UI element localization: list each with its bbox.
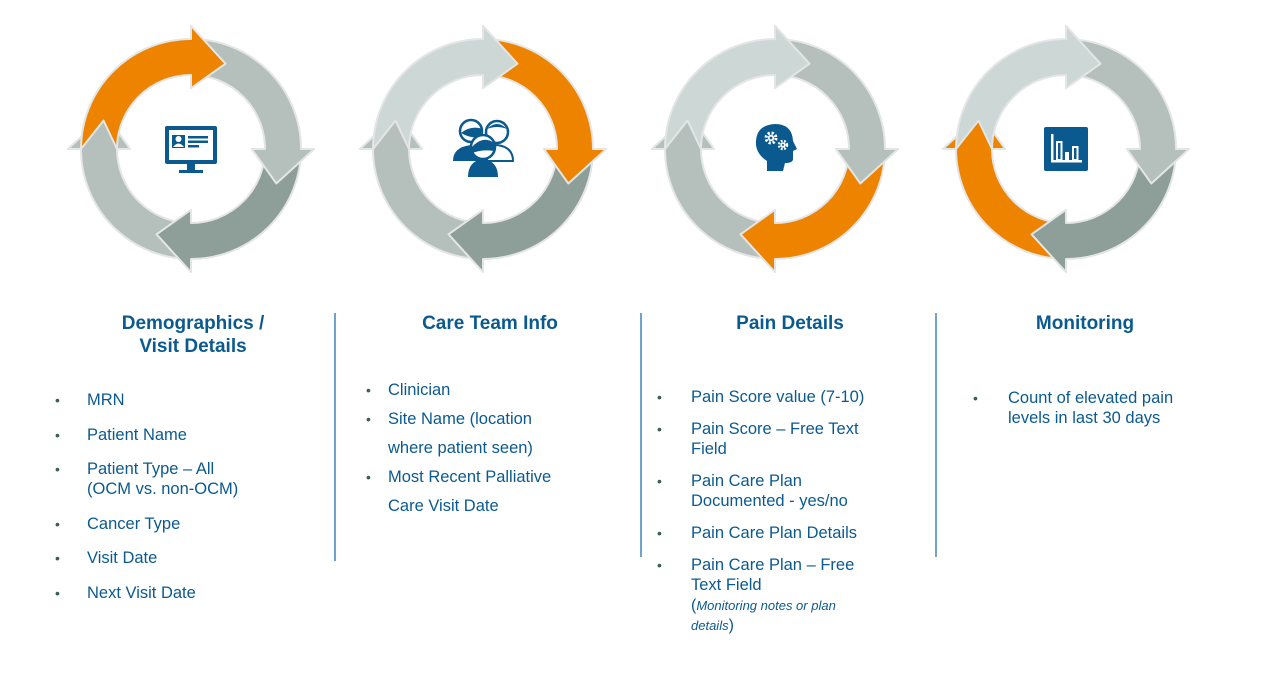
list-item: • MRN — [48, 390, 338, 410]
list-item-text: MRN — [87, 391, 125, 409]
bullet-icon: • — [366, 382, 371, 398]
section-title: Demographics / Visit Details — [48, 312, 338, 358]
cycle-diagram-monitoring — [931, 22, 1201, 282]
cycle-diagram-care-team — [348, 22, 618, 282]
list-item-text-continued: levels in last 30 days — [1008, 409, 1161, 427]
bullet-icon: • — [366, 411, 371, 427]
bullet-icon: • — [55, 515, 60, 532]
list-item-text-continued: Documented - yes/no — [691, 492, 848, 510]
section-title: Care Team Info — [422, 313, 558, 334]
note-text: Monitoring notes or plan — [696, 598, 836, 613]
head-gears-icon — [755, 124, 797, 171]
list-item-text: Count of elevated pain — [1008, 389, 1174, 407]
computer-profile-icon — [165, 126, 217, 173]
field-list: • MRN • Patient Name • Patient Type – All (O… — [48, 390, 338, 603]
column-divider — [935, 313, 937, 557]
cycle-svg — [941, 24, 1191, 274]
list-item-text: Visit Date — [87, 549, 158, 567]
bullet-icon: • — [657, 473, 662, 489]
list-item: • Pain Care Plan Details — [645, 523, 935, 543]
bullet-icon: • — [55, 550, 60, 566]
section-title-line2: Visit Details — [139, 336, 247, 357]
list-item-text: Pain Score – Free Text — [691, 420, 859, 438]
cycle-svg — [358, 24, 608, 274]
bullet-icon: • — [973, 390, 978, 406]
list-item-text-continued: Field — [691, 440, 727, 458]
list-item-text-continued: Text Field — [691, 576, 762, 594]
section-demographics: Demographics / Visit Details • MRN • Patie… — [48, 312, 338, 617]
bullet-icon: • — [55, 461, 60, 477]
list-item-text: Site Name (location — [388, 410, 532, 428]
column-divider — [334, 313, 336, 561]
section-pain-details: Pain Details • Pain Score value (7-10) • P… — [645, 312, 935, 647]
bullet-icon: • — [55, 392, 60, 408]
column-divider — [640, 313, 642, 557]
list-item-text: Cancer Type — [87, 514, 181, 533]
list-item: • Site Name (location where patient seen) — [345, 405, 635, 463]
cycle-segment-top-right — [774, 38, 900, 185]
field-list: • Clinician • Site Name (location where pat… — [345, 376, 635, 521]
note-paren-close: ) — [728, 617, 734, 634]
bullet-icon: • — [657, 389, 662, 405]
cycle-segment-bottom-right — [155, 148, 302, 274]
bullet-icon: • — [366, 469, 371, 485]
cycle-segment-top-right-highlighted — [482, 38, 608, 185]
cycle-svg — [66, 24, 316, 274]
cycle-segment-top-right — [190, 38, 316, 185]
list-item-text-continued: (OCM vs. non-OCM) — [87, 480, 239, 498]
list-item-text: Pain Score value (7-10) — [691, 388, 865, 406]
list-item-text: Pain Care Plan – Free — [691, 556, 855, 574]
list-item-text: Patient Type – All — [87, 460, 215, 478]
field-list: • Count of elevated pain levels in last 30… — [940, 388, 1230, 428]
list-item: • Count of elevated pain levels in last 30… — [940, 388, 1230, 428]
bullet-icon: • — [55, 426, 60, 443]
list-item: • Visit Date — [48, 548, 338, 568]
list-item: • Next Visit Date — [48, 583, 338, 603]
cycle-segment-top-left — [955, 24, 1102, 150]
bullet-icon: • — [657, 421, 662, 437]
cycle-segment-top-left — [664, 24, 811, 150]
list-item-text: Pain Care Plan Details — [691, 524, 857, 542]
cycle-segment-bottom-right — [447, 148, 594, 274]
list-item-text: Clinician — [388, 381, 451, 399]
cycle-diagram-pain-details — [640, 22, 910, 282]
list-item-text: Pain Care Plan — [691, 472, 802, 490]
list-item-text: Patient Name — [87, 425, 187, 444]
section-title: Monitoring — [1035, 313, 1135, 334]
note-text-continued: details — [691, 618, 729, 633]
cycle-segment-top-left — [372, 24, 519, 150]
list-item-text: Most Recent Palliative — [388, 468, 552, 486]
section-care-team: Care Team Info • Clinician • Site Name (lo… — [345, 312, 635, 521]
field-list: • Pain Score value (7-10) • Pain Score – F… — [645, 387, 935, 635]
list-item-text-continued: where patient seen) — [388, 439, 533, 457]
list-item: • Cancer Type — [48, 514, 338, 534]
bar-chart-icon — [1044, 127, 1088, 171]
note-paren-open: ( — [691, 597, 697, 614]
cycle-segment-bottom-right-highlighted — [739, 148, 886, 274]
list-item: • Patient Type – All (OCM vs. non-OCM) — [48, 459, 338, 499]
list-item: • Pain Score value (7-10) — [645, 387, 935, 407]
bullet-icon: • — [657, 525, 662, 541]
cycle-segment-bottom-right — [1030, 148, 1177, 274]
section-title: Pain Details — [736, 313, 844, 334]
list-item-note: (Monitoring notes or plan details) — [691, 597, 836, 634]
section-monitoring: Monitoring • Count of elevated pain levels… — [940, 312, 1230, 438]
cycle-segment-top-left-highlighted — [80, 24, 227, 150]
list-item-text: Next Visit Date — [87, 583, 196, 602]
cycle-svg — [650, 24, 900, 274]
cycle-segment-top-right — [1065, 38, 1191, 185]
section-title-line1: Demographics / — [121, 313, 265, 334]
list-item: • Patient Name — [48, 425, 338, 445]
list-item-text-continued: Care Visit Date — [388, 497, 499, 515]
cycle-diagram-demographics — [56, 22, 326, 282]
list-item: • Clinician — [345, 376, 635, 405]
bullet-icon: • — [657, 557, 662, 573]
care-team-people-icon — [453, 118, 515, 177]
bullet-icon: • — [55, 584, 60, 601]
